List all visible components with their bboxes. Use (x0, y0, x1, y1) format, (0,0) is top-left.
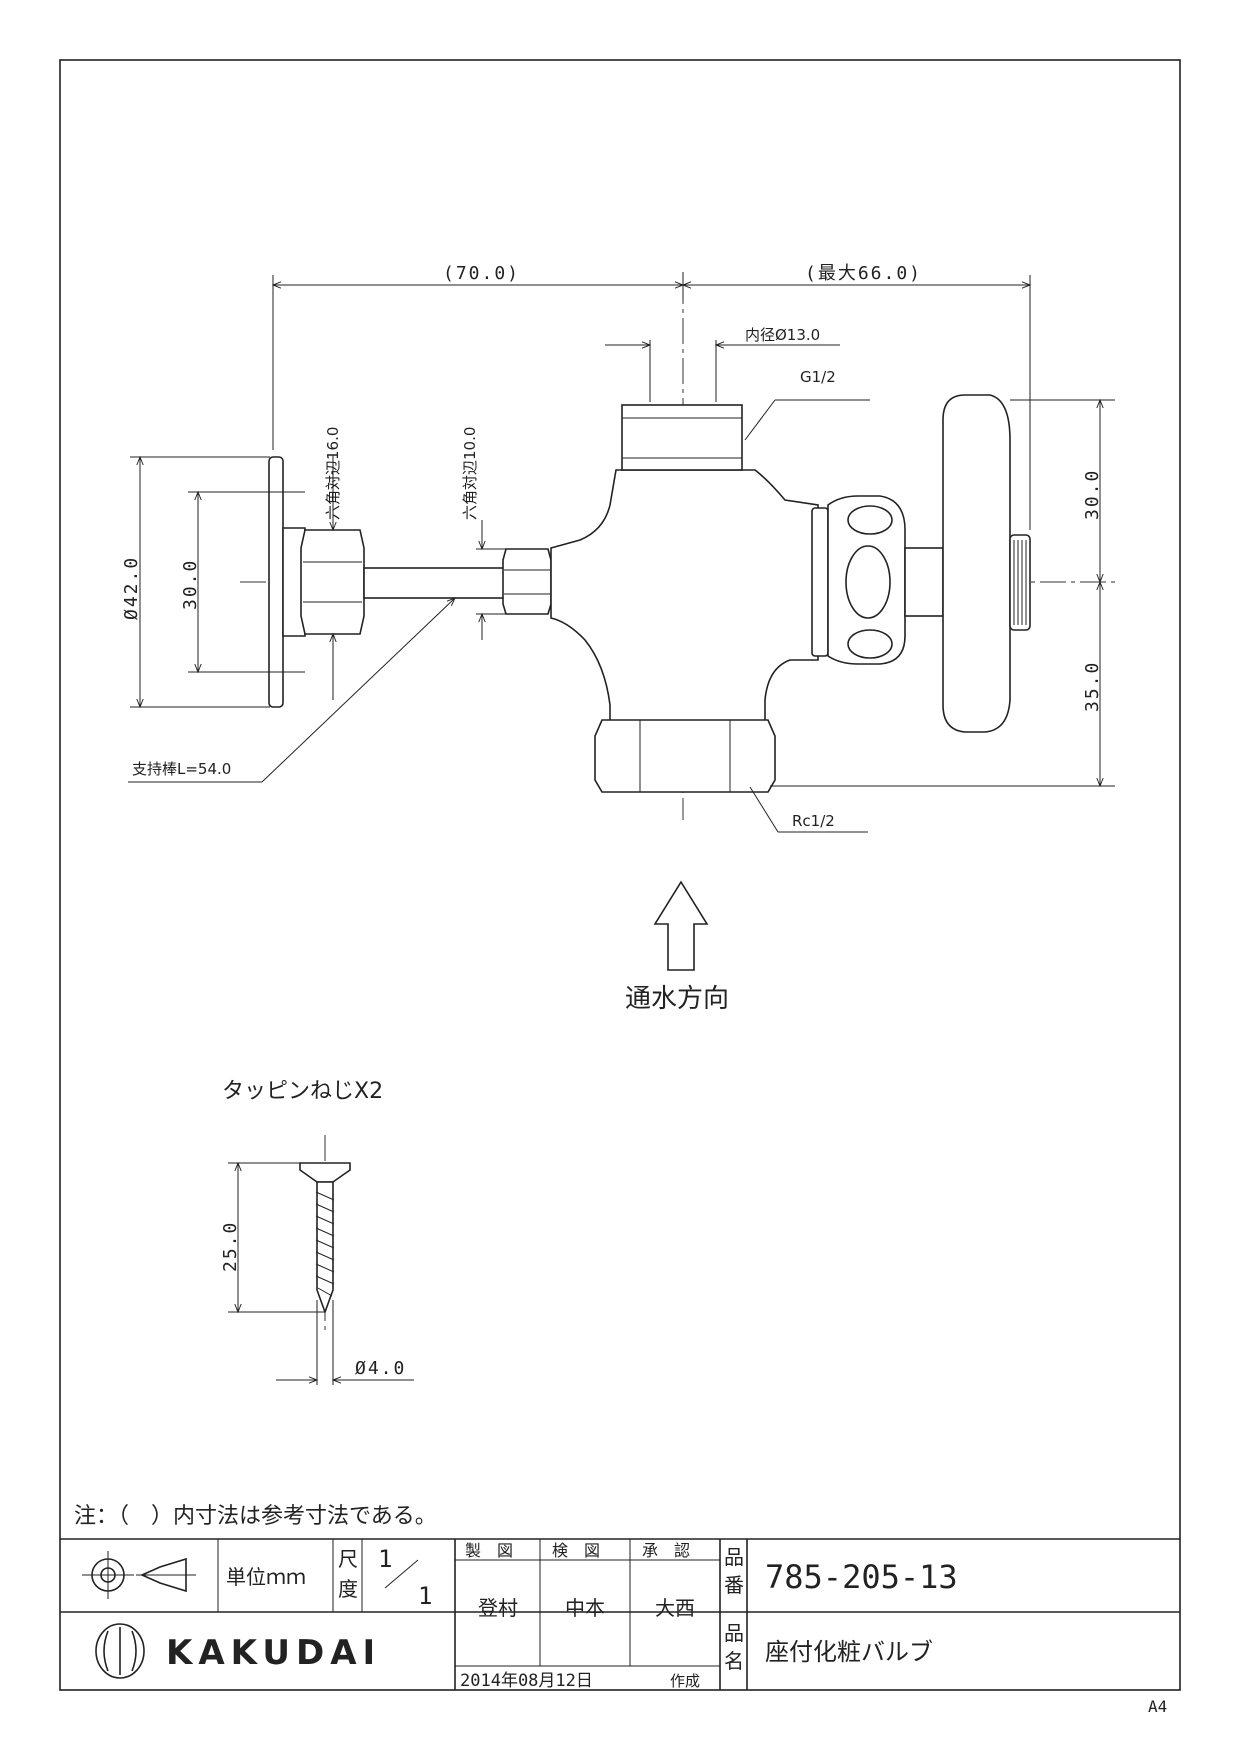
kakudai-logo-icon (95, 1623, 145, 1679)
part-name-label-2: 名 (724, 1649, 744, 1673)
flow-direction-label: 通水方向 (625, 984, 729, 1014)
part-no-label-1: 品 (724, 1545, 744, 1569)
drawn-by: 登村 (478, 1596, 518, 1620)
company-name: KAKUDAI (166, 1633, 381, 1673)
scale-label-2: 度 (338, 1577, 358, 1601)
flow-arrow-icon (653, 880, 709, 971)
screw-title: タッピンねじX2 (222, 1079, 383, 1104)
approved-label: 承 認 (642, 1541, 690, 1560)
scale-denominator: 1 (418, 1582, 432, 1610)
dim-height-lower: 35.0 (1082, 661, 1103, 712)
dim-flange-diameter: Ø42.0 (121, 556, 142, 620)
dim-hex-16: 六角対辺16.0 (324, 427, 342, 520)
dim-overall-right: (最大66.0) (805, 263, 922, 284)
drawn-label: 製 図 (465, 1541, 513, 1560)
part-name: 座付化粧バルブ (765, 1638, 933, 1666)
dim-thread-bottom: Rc1/2 (792, 812, 835, 830)
dim-hex-10: 六角対辺10.0 (461, 427, 479, 520)
sheet-border (59, 59, 1181, 1691)
dim-flange-pitch: 30.0 (180, 559, 201, 610)
drawing-date: 2014年08月12日 (460, 1671, 593, 1691)
tapping-screw-drawing (228, 1135, 414, 1385)
dim-support-rod: 支持棒L=54.0 (132, 760, 231, 778)
checked-label: 検 図 (552, 1541, 600, 1560)
approved-by: 大西 (655, 1596, 695, 1620)
part-name-label-1: 品 (724, 1621, 744, 1645)
part-no-label-2: 番 (724, 1573, 744, 1597)
screw-length: 25.0 (220, 1221, 241, 1272)
reference-dimension-note: 注：（ ）内寸法は参考寸法である。 (74, 1504, 437, 1529)
scale-label-1: 尺 (338, 1547, 358, 1571)
dim-height-upper: 30.0 (1082, 469, 1103, 520)
dim-inner-diameter: 内径Ø13.0 (745, 326, 820, 344)
third-angle-projection-icon (82, 1551, 196, 1599)
part-number: 785-205-13 (765, 1558, 958, 1596)
unit-label: 単位ｍｍ (226, 1565, 306, 1589)
checked-by: 中本 (565, 1596, 605, 1620)
created-label: 作成 (670, 1672, 700, 1690)
title-block (60, 1538, 1180, 1690)
valve-drawing: (70.0) (最大66.0) 内径Ø13.0 G1/2 六角対辺16.0 六角… (121, 263, 1115, 833)
screw-diameter: Ø4.0 (355, 1358, 406, 1379)
scale-numerator: 1 (378, 1545, 392, 1573)
dim-overall-left: (70.0) (443, 263, 520, 284)
dim-thread-top: G1/2 (800, 368, 836, 386)
paper-size: A4 (1148, 1697, 1167, 1716)
